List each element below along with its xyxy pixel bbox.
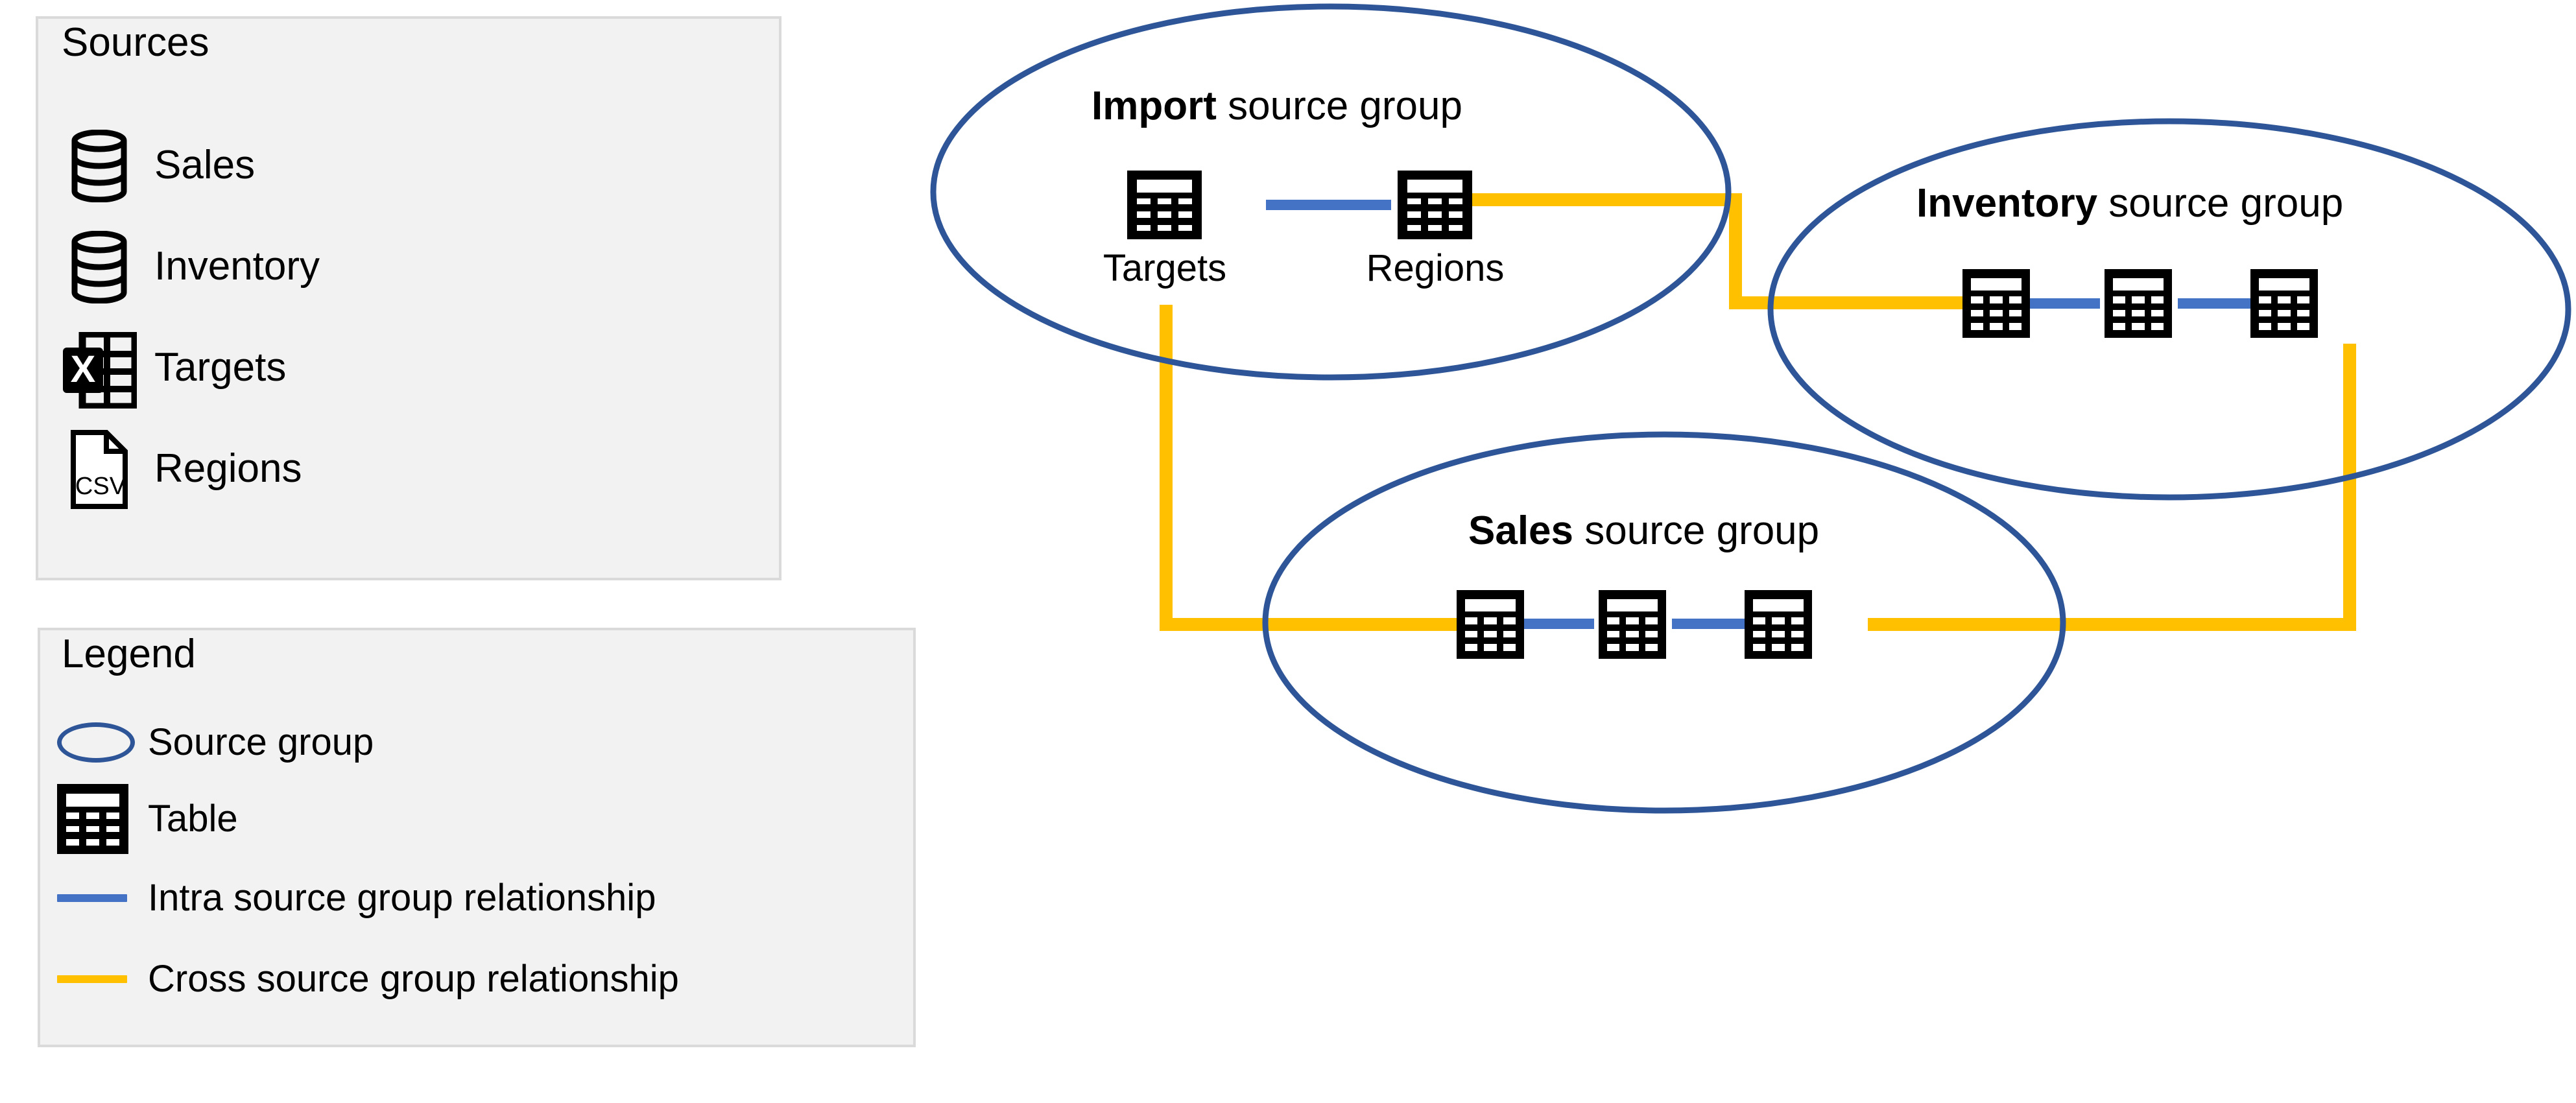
csv-file-icon: CSV	[55, 425, 143, 513]
source-group-title-inventory: Inventory source group	[1916, 184, 2343, 224]
cross-relationship-regions-inventory	[1472, 193, 1970, 309]
ellipse-icon	[57, 722, 148, 763]
source-item-label: Sales	[154, 143, 256, 187]
source-group-title-import: Import source group	[1091, 86, 1462, 126]
table-node-sales-2[interactable]	[1599, 590, 1666, 659]
table-node-sales-3[interactable]	[1745, 590, 1812, 659]
table-node-sales-1[interactable]	[1457, 590, 1524, 659]
legend-item-table: Table	[57, 780, 238, 858]
source-group-name: Sales	[1468, 508, 1574, 553]
legend-item-label: Source group	[148, 721, 374, 763]
table-node-inventory-3[interactable]	[2250, 269, 2318, 338]
source-item-sales[interactable]: Sales	[55, 117, 756, 214]
cross-relationship-targets-sales	[1160, 305, 1464, 631]
source-group-name: Import	[1091, 84, 1217, 128]
sources-panel-title: Sources	[62, 20, 209, 65]
legend-item-cross-relationship: Cross source group relationship	[57, 940, 679, 1018]
source-item-label: Regions	[154, 446, 302, 491]
source-group-suffix: source group	[2097, 181, 2344, 226]
source-item-label: Inventory	[154, 244, 320, 289]
blue-line-icon	[57, 894, 148, 902]
legend-panel	[38, 628, 916, 1047]
source-group-ellipse-inventory	[1767, 118, 2571, 501]
table-node-label-regions: Regions	[1366, 247, 1505, 289]
database-icon	[55, 122, 143, 209]
source-group-ellipse-import	[930, 3, 1732, 381]
source-group-suffix: source group	[1573, 508, 1820, 553]
table-node-label-targets: Targets	[1103, 247, 1227, 289]
source-item-regions[interactable]: CSV Regions	[55, 420, 756, 517]
cross-relationship-inventory-sales	[1868, 344, 2356, 631]
source-item-inventory[interactable]: Inventory	[55, 218, 756, 315]
yellow-line-icon	[57, 975, 148, 983]
source-item-label: Targets	[154, 345, 287, 390]
source-group-name: Inventory	[1916, 181, 2098, 226]
legend-item-source-group: Source group	[57, 704, 374, 781]
legend-panel-title: Legend	[62, 632, 196, 676]
svg-text:CSV: CSV	[75, 473, 126, 500]
svg-text:X: X	[71, 348, 96, 390]
source-group-suffix: source group	[1216, 84, 1462, 128]
table-node-regions[interactable]	[1398, 171, 1472, 239]
legend-item-label: Cross source group relationship	[148, 958, 679, 1000]
legend-item-intra-relationship: Intra source group relationship	[57, 859, 656, 937]
sources-panel	[36, 16, 781, 580]
source-item-targets[interactable]: X Targets	[55, 319, 756, 416]
table-node-targets[interactable]	[1127, 171, 1202, 239]
legend-item-label: Intra source group relationship	[148, 877, 656, 919]
legend-item-label: Table	[148, 798, 238, 840]
database-icon	[55, 223, 143, 311]
source-group-title-sales: Sales source group	[1468, 511, 1819, 551]
table-icon	[57, 784, 148, 854]
table-node-inventory-1[interactable]	[1962, 269, 2030, 338]
source-group-ellipse-sales	[1262, 431, 2066, 814]
excel-file-icon: X	[55, 324, 143, 412]
table-node-inventory-2[interactable]	[2105, 269, 2172, 338]
